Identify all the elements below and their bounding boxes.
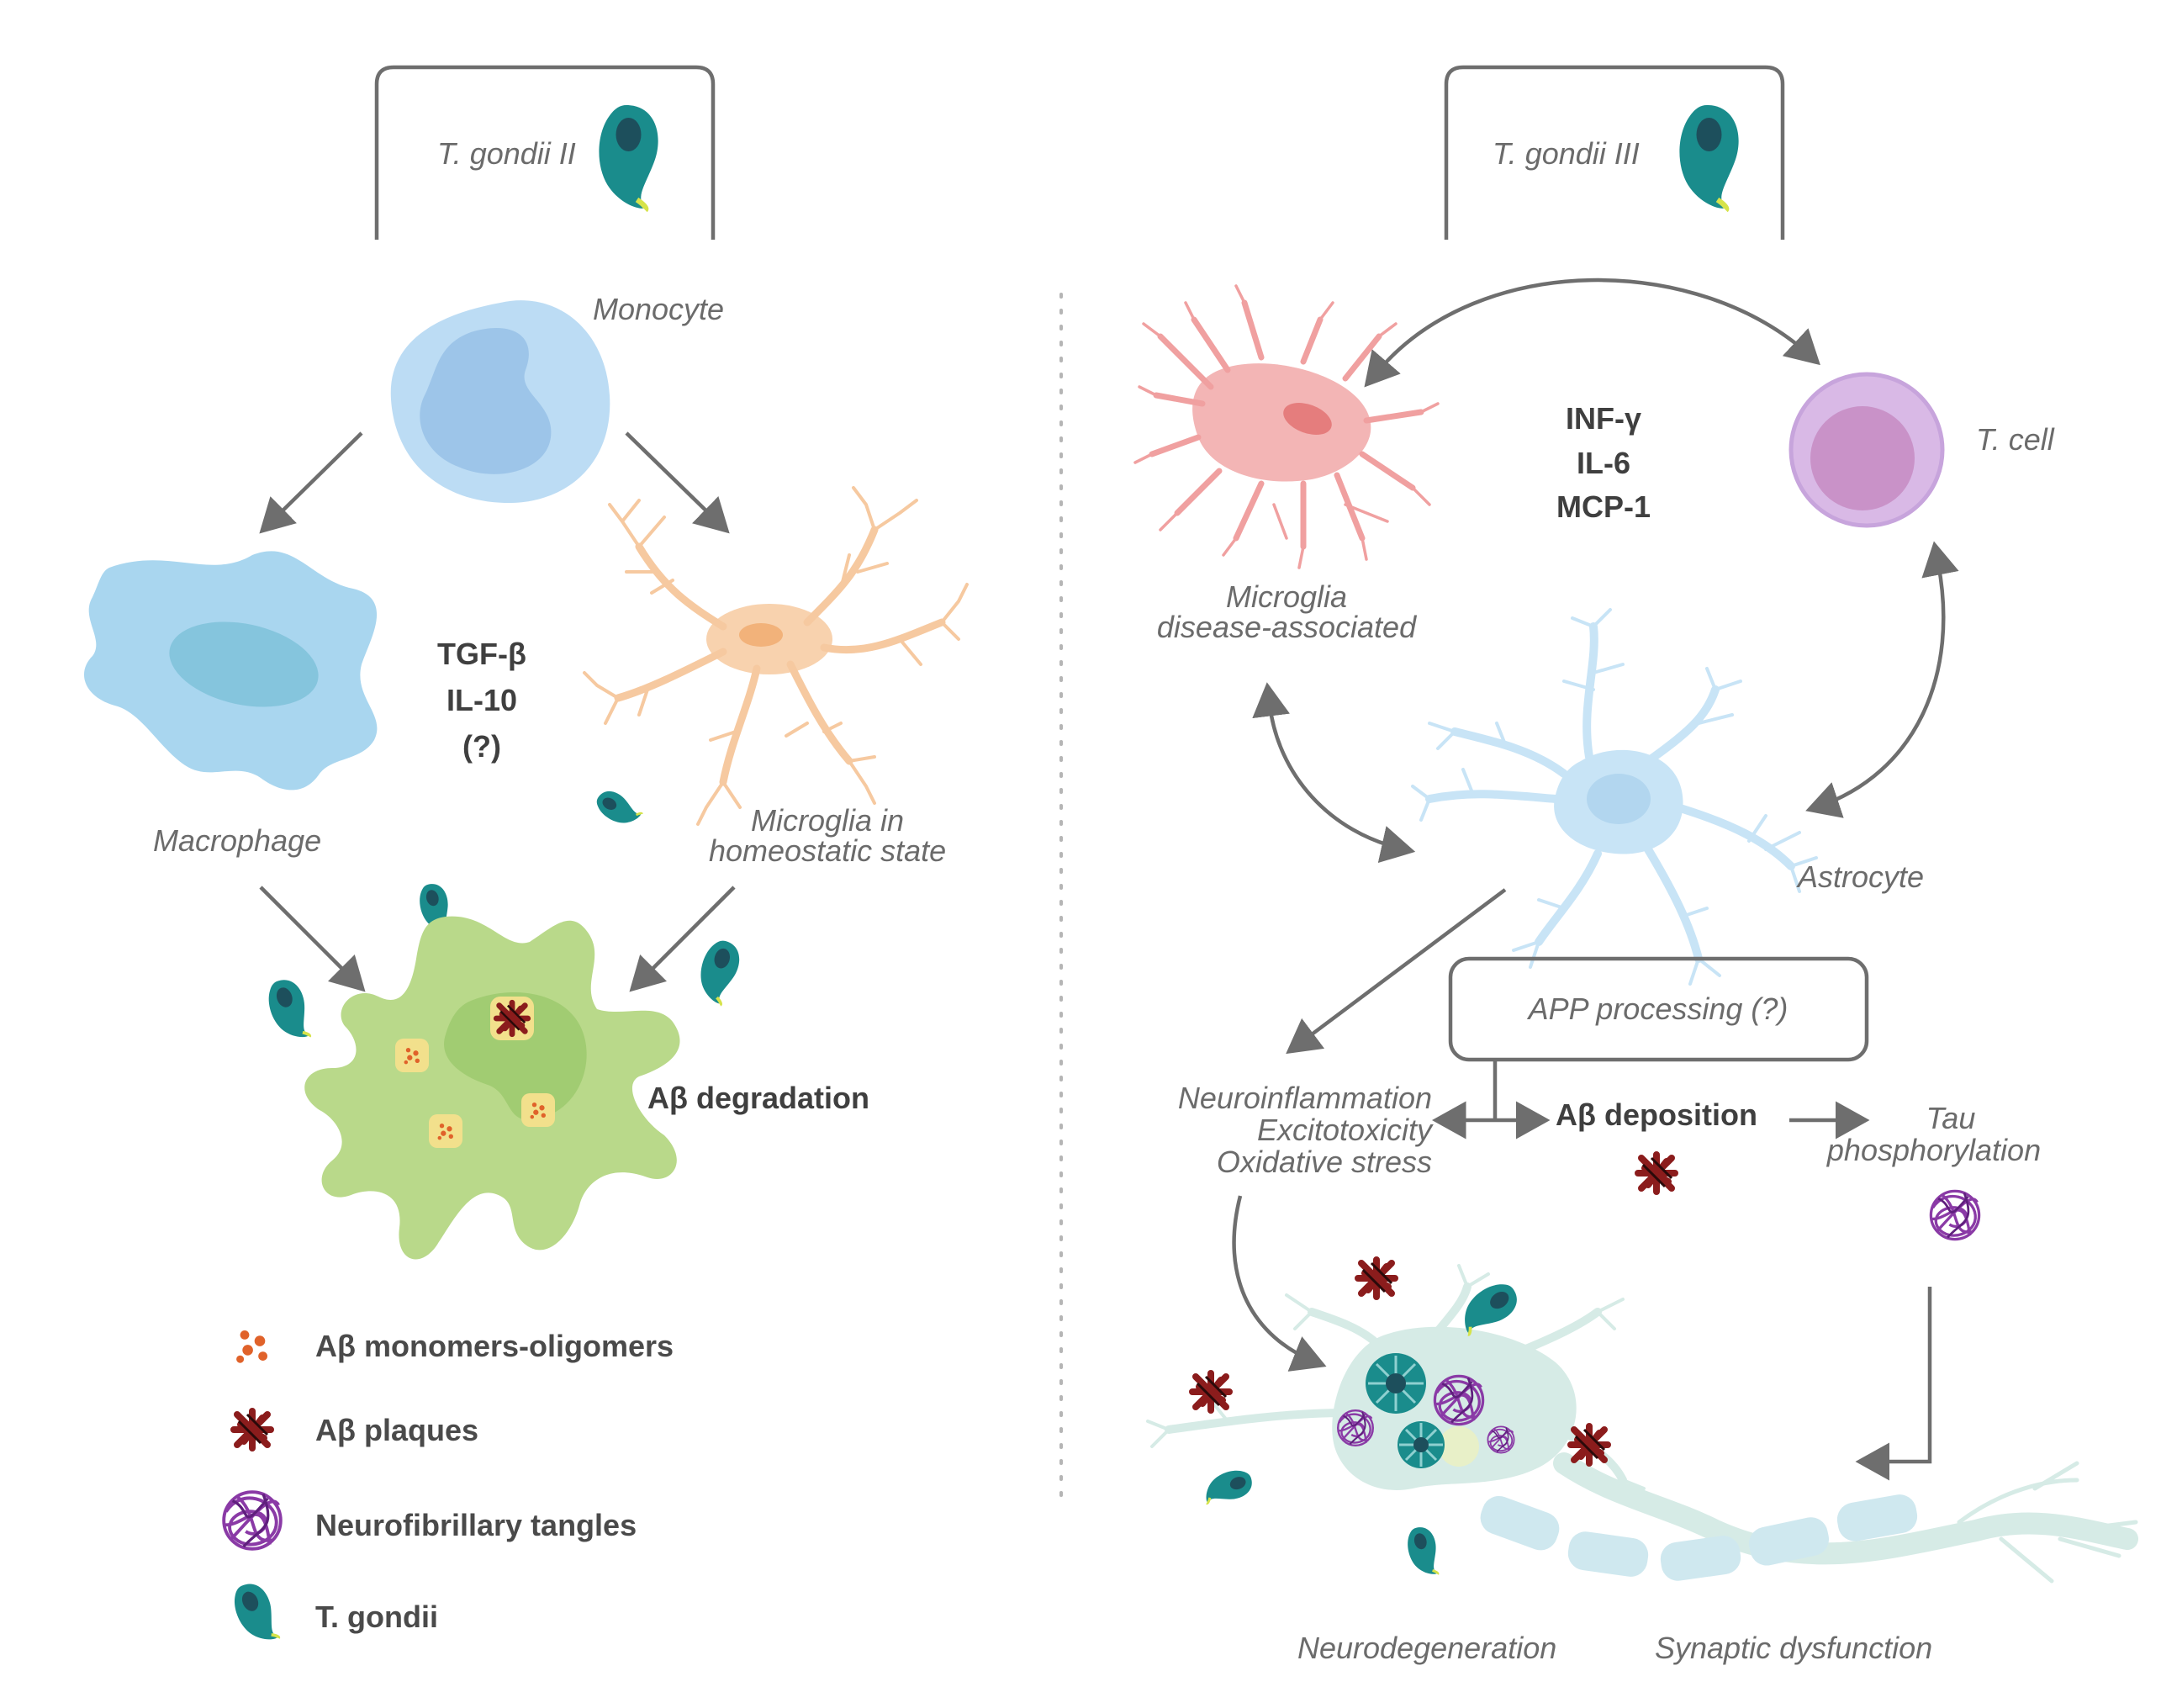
amyloid-plaque-icon: [1358, 1260, 1395, 1297]
t-gondii-icon: [691, 935, 746, 1009]
app-processing-box: [1448, 956, 1869, 1062]
neuroinflammation-label-3: Oxidative stress: [1217, 1145, 1432, 1179]
left-cytokine-2: IL-10: [446, 683, 517, 717]
strain-iii-label: T. gondii III: [1493, 136, 1640, 171]
t-gondii-icon: [1679, 105, 1738, 210]
tcell-label: T. cell: [1976, 422, 2055, 457]
microglia-homeostatic-label-1: Microglia in: [751, 803, 904, 838]
microglia-homeostatic-cell: [583, 486, 969, 826]
legend-label-oligomers: Aβ monomers-oligomers: [315, 1329, 674, 1363]
degrading-microglia-cell: [304, 916, 680, 1260]
t-gondii-icon: [260, 973, 319, 1048]
t-gondii-icon: [1197, 1463, 1258, 1510]
left-cytokine-1: TGF-β: [437, 637, 526, 671]
amyloid-plaque-icon: [496, 1002, 527, 1034]
tcell-cell: [1789, 372, 1945, 528]
t-gondii-icon: [225, 1576, 288, 1652]
arrow-monocyte-microglia: [625, 431, 730, 534]
strain-ii-box: [374, 65, 716, 240]
macrophage-label: Macrophage: [153, 823, 321, 858]
tau-label-2: phosphorylation: [1826, 1133, 2041, 1167]
app-processing-label: APP processing (?): [1527, 991, 1789, 1026]
monocyte-cell: [390, 300, 610, 504]
legend-label-t-gondii: T. gondii: [315, 1600, 438, 1634]
t-gondii-icon: [1402, 1522, 1445, 1582]
arrow-tcell-astrocyte: [1805, 541, 1959, 818]
microglia-disease-label-2: disease-associated: [1157, 610, 1417, 644]
left-panel: T. gondii II Monocyte Macrophage TGF-β I…: [84, 65, 969, 1652]
tangle-icon: [222, 1490, 283, 1551]
t-gondii-icon: [590, 785, 647, 833]
monocyte-label: Monocyte: [593, 292, 724, 326]
arrow-microglia-degradation: [629, 886, 736, 992]
microglia-homeostatic-label-2: homeostatic state: [709, 833, 946, 868]
amyloid-plaque-icon: [1192, 1373, 1229, 1410]
arrow-microglia-astrocyte: [1252, 682, 1416, 864]
astrocyte-cell: [1411, 608, 1818, 986]
amyloid-plaque-icon: [1638, 1155, 1675, 1192]
legend-label-tangles: Neurofibrillary tangles: [315, 1508, 637, 1542]
tangle-icon: [1929, 1189, 1981, 1241]
legend: Aβ monomers-oligomers Aβ plaques Neurofi…: [222, 1329, 674, 1652]
neuron-cell: [1146, 1264, 2138, 1584]
strain-iii-box: [1444, 65, 1785, 240]
strain-ii-label: T. gondii II: [437, 136, 576, 171]
right-cytokine-2: IL-6: [1577, 446, 1630, 480]
neuroinflammation-label-1: Neuroinflammation: [1178, 1081, 1432, 1115]
left-cytokine-3: (?): [462, 729, 501, 764]
tau-label-1: Tau: [1926, 1101, 1976, 1135]
arrow-neuroinflammation-neuron: [1232, 1195, 1327, 1372]
microglia-disease-cell: [1133, 284, 1440, 569]
macrophage-cell: [84, 551, 378, 791]
arrow-microglia-tcell: [1364, 278, 1820, 388]
amyloid-plaque-icon: [1571, 1426, 1608, 1463]
deposition-label: Aβ deposition: [1556, 1097, 1757, 1132]
neuron-nucleus: [1366, 1353, 1445, 1468]
arrow-macrophage-degradation: [259, 886, 366, 992]
arrow-tau-neuron: [1855, 1287, 1932, 1481]
amyloid-oligomer-icon: [236, 1330, 267, 1363]
t-gondii-icon: [599, 105, 658, 210]
microglia-disease-label-1: Microglia: [1226, 579, 1347, 614]
amyloid-plaque-icon: [234, 1411, 271, 1448]
degradation-label: Aβ degradation: [647, 1081, 869, 1115]
arrow-monocyte-macrophage: [259, 431, 363, 534]
arrow-astrocyte-neuroinflammation: [1286, 888, 1507, 1055]
neurodegeneration-label: Neurodegeneration: [1297, 1631, 1556, 1665]
right-cytokine-1: INF-γ: [1566, 401, 1641, 436]
synaptic-dysfunction-label: Synaptic dysfunction: [1655, 1631, 1932, 1665]
right-cytokine-3: MCP-1: [1556, 489, 1651, 524]
legend-label-plaques: Aβ plaques: [315, 1413, 478, 1447]
astrocyte-label: Astrocyte: [1796, 859, 1924, 894]
right-panel: T. gondii III Microglia disease-associat…: [1133, 65, 2138, 1665]
neuroinflammation-label-2: Excitotoxicity: [1257, 1113, 1434, 1147]
